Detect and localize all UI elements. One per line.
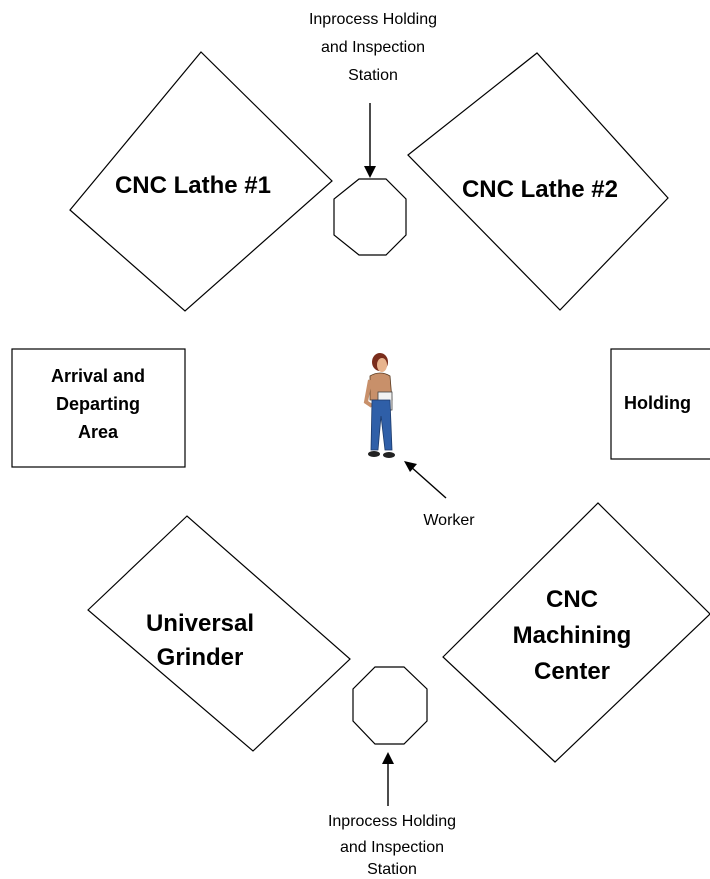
holding-box (610, 348, 710, 460)
universal-grinder-station: Universal Grinder (87, 515, 351, 752)
cnc-lathe-2-station: CNC Lathe #2 (407, 52, 669, 311)
cnc-machining-center-station: CNC Machining Center (442, 502, 710, 763)
cnc-lathe-1-label: CNC Lathe #1 (115, 172, 271, 199)
inspection-station-top: Inprocess Holding and Inspection Station (309, 11, 437, 256)
cnc-machining-center-line-1: CNC (546, 586, 598, 613)
inspection-top-line-3: Station (348, 67, 398, 84)
arrival-departing-line-3: Area (78, 422, 119, 442)
arrival-departing-line-2: Departing (56, 394, 140, 414)
inspection-top-line-1: Inprocess Holding (309, 11, 437, 28)
holding-label: Holding (624, 393, 691, 413)
inspection-bottom-line-3: Station (367, 861, 417, 878)
universal-grinder-line-1: Universal (146, 610, 254, 637)
cnc-lathe-1-station: CNC Lathe #1 (69, 51, 333, 312)
worker-arm (363, 379, 374, 408)
cnc-lathe-2-box (407, 52, 669, 311)
worker-shoe-left (368, 451, 380, 457)
arrival-departing-line-1: Arrival and (51, 366, 145, 386)
inspection-bottom-arrowhead (382, 752, 394, 764)
cnc-lathe-2-label: CNC Lathe #2 (462, 176, 618, 203)
octagon-icon (352, 666, 428, 745)
arrival-departing-box (11, 348, 186, 468)
worker-arrow (409, 465, 447, 499)
cnc-machining-center-line-3: Center (534, 658, 610, 685)
inspection-top-arrowhead (364, 166, 376, 178)
worker-shoe-right (383, 452, 395, 458)
worker-label: Worker (423, 512, 475, 529)
universal-grinder-line-2: Grinder (157, 644, 244, 671)
cnc-machining-center-line-2: Machining (513, 622, 632, 649)
octagon-icon (333, 178, 407, 256)
worker-callout: Worker (404, 461, 475, 529)
inspection-station-bottom: Inprocess Holding and Inspection Station (328, 666, 456, 878)
worker-face (377, 358, 387, 372)
arrival-departing-station: Arrival and Departing Area (11, 348, 186, 468)
universal-grinder-box (87, 515, 351, 752)
inspection-bottom-line-1: Inprocess Holding (328, 813, 456, 830)
person-icon (363, 353, 395, 458)
cnc-machining-center-box (442, 502, 710, 763)
cnc-lathe-1-box (69, 51, 333, 312)
worker-arrowhead (404, 461, 417, 472)
worker-pants (370, 399, 393, 451)
inspection-bottom-line-2: and Inspection (340, 839, 444, 856)
holding-station: Holding (610, 348, 710, 460)
inspection-top-line-2: and Inspection (321, 39, 425, 56)
